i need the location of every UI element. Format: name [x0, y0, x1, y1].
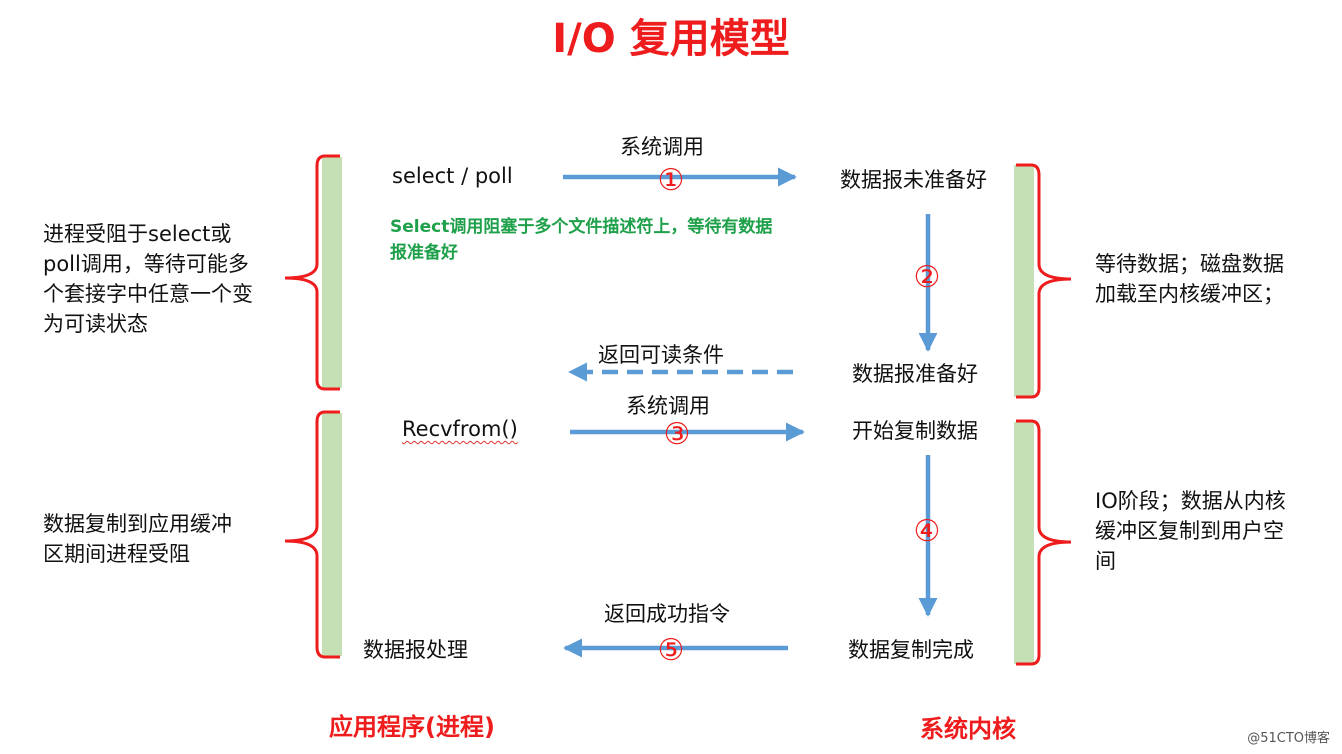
app-phase1-bar: [322, 157, 342, 388]
return-success-label: 返回成功指令: [604, 602, 730, 626]
step-1-marker: ①: [658, 163, 685, 198]
kernel-phase2-bar: [1014, 422, 1034, 664]
note-io-phase: IO阶段；数据从内核缓冲区复制到用户空间: [1095, 489, 1286, 573]
syscall-label-1: 系统调用: [620, 135, 704, 159]
start-copy-data: 开始复制数据: [852, 419, 978, 443]
step-3-marker: ③: [664, 417, 691, 452]
note-blocked-select: 进程受阻于select或poll调用，等待可能多个套接字中任意一个变为可读状态: [43, 222, 253, 336]
left-bracket-top: [284, 154, 340, 391]
select-poll-call: select / poll: [392, 164, 513, 188]
step-2-marker: ②: [914, 260, 941, 295]
select-block-note: Select调用阻塞于多个文件描述符上，等待有数据报准备好: [390, 217, 773, 263]
page-title: I/O 复用模型: [552, 16, 790, 62]
app-phase2-bar: [322, 413, 342, 656]
note-blocked-copy: 数据复制到应用缓冲区期间进程受阻: [43, 512, 232, 566]
step-5-marker: ⑤: [658, 633, 685, 668]
syscall-label-2: 系统调用: [626, 394, 710, 418]
kernel-phase1-bar: [1014, 165, 1034, 397]
recvfrom-call: Recvfrom(): [402, 417, 518, 441]
right-bracket-bottom: [1016, 419, 1072, 666]
process-datagram: 数据报处理: [363, 638, 468, 662]
return-readable-label: 返回可读条件: [598, 343, 724, 367]
footer-app-label: 应用程序(进程): [329, 713, 495, 741]
datagram-not-ready: 数据报未准备好: [840, 168, 987, 192]
left-bracket-bottom: [284, 410, 340, 659]
copy-complete: 数据复制完成: [848, 638, 974, 662]
step-4-marker: ④: [914, 514, 941, 549]
note-wait-data: 等待数据；磁盘数据加载至内核缓冲区；: [1095, 252, 1284, 306]
footer-kernel-label: 系统内核: [920, 715, 1016, 743]
right-bracket-top: [1016, 163, 1072, 399]
datagram-ready: 数据报准备好: [852, 362, 978, 386]
watermark: @51CTO博客: [1247, 731, 1330, 746]
